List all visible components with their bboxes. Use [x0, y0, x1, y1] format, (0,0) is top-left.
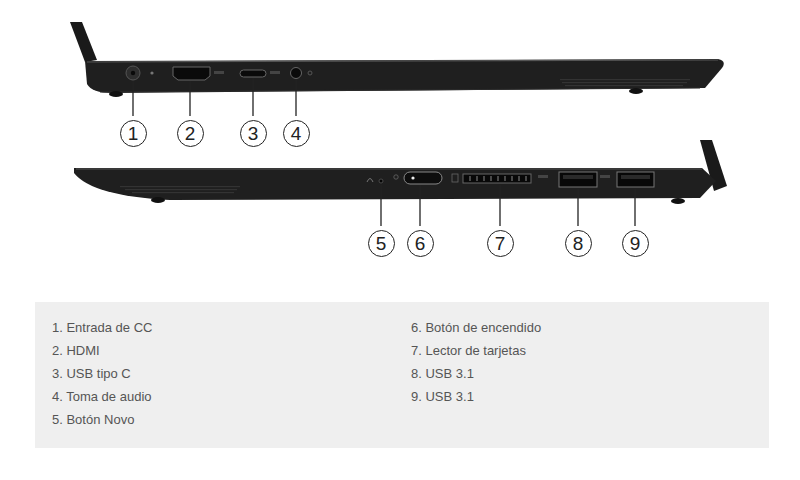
callout-circle: 9 — [622, 230, 649, 257]
power-button — [404, 172, 442, 184]
callout-number: 9 — [630, 234, 641, 253]
callout-circle: 3 — [240, 120, 267, 147]
body-edge — [87, 60, 718, 62]
power-icon — [394, 175, 398, 179]
dc-pin — [131, 71, 135, 75]
port-description: 1. Entrada de CC — [52, 320, 152, 336]
port-description: 5. Botón Novo — [52, 412, 134, 428]
laptop-left-side — [70, 22, 724, 97]
foot — [109, 91, 123, 97]
power-led — [411, 176, 414, 179]
callout-circle: 6 — [407, 230, 434, 257]
callout-number: 3 — [248, 124, 259, 143]
leader-lines — [381, 185, 635, 226]
usb-a-port — [617, 172, 654, 187]
dc-port — [126, 66, 140, 80]
speaker-grille — [120, 186, 240, 193]
port-description: 3. USB tipo C — [52, 366, 131, 382]
foot — [629, 88, 643, 94]
novo-hole — [379, 179, 383, 183]
callout-circle: 8 — [565, 230, 592, 257]
callout-number: 1 — [128, 124, 139, 143]
callout-number: 2 — [185, 124, 196, 143]
screen-hinge — [70, 22, 97, 62]
card-icon — [452, 174, 458, 182]
card-contacts — [470, 176, 526, 181]
vent — [560, 79, 690, 86]
callout-number: 5 — [376, 234, 387, 253]
port-description: 2. HDMI — [52, 343, 100, 359]
callout-number: 8 — [573, 234, 584, 253]
audio-jack — [291, 68, 302, 79]
laptop-body — [74, 168, 716, 200]
usb-c-port — [240, 70, 266, 77]
callout-number: 4 — [291, 124, 302, 143]
usb-a-port — [559, 172, 597, 187]
charge-led — [150, 71, 153, 74]
callout-circle: 7 — [487, 230, 514, 257]
callout-circle: 1 — [120, 120, 147, 147]
laptop-right-side — [74, 140, 727, 204]
port-icon — [308, 71, 312, 75]
port-icon — [538, 175, 548, 178]
callout-circle: 5 — [368, 230, 395, 257]
hdmi-port — [173, 67, 210, 80]
laptop-body — [85, 59, 724, 93]
callout-number: 7 — [495, 234, 506, 253]
legend-panel: 1. Entrada de CC 2. HDMI 3. USB tipo C 4. T… — [35, 302, 769, 448]
port-description: 4. Toma de audio — [52, 389, 152, 405]
callout-number: 6 — [415, 234, 426, 253]
body-edge — [76, 168, 702, 169]
usb-tongue — [621, 175, 650, 179]
foot — [671, 198, 685, 204]
port-icon — [214, 71, 224, 74]
callout-circle: 4 — [283, 120, 310, 147]
callout-circle: 2 — [177, 120, 204, 147]
port-description: 9. USB 3.1 — [411, 389, 474, 405]
card-reader — [463, 174, 531, 183]
port-icon — [270, 71, 280, 74]
port-icon — [600, 175, 610, 178]
port-description: 7. Lector de tarjetas — [411, 343, 526, 359]
novo-icon — [367, 179, 373, 183]
foot — [151, 197, 165, 203]
usb-tongue — [563, 175, 593, 179]
leader-lines — [133, 78, 296, 116]
port-description: 6. Botón de encendido — [411, 320, 541, 336]
port-description: 8. USB 3.1 — [411, 366, 474, 382]
